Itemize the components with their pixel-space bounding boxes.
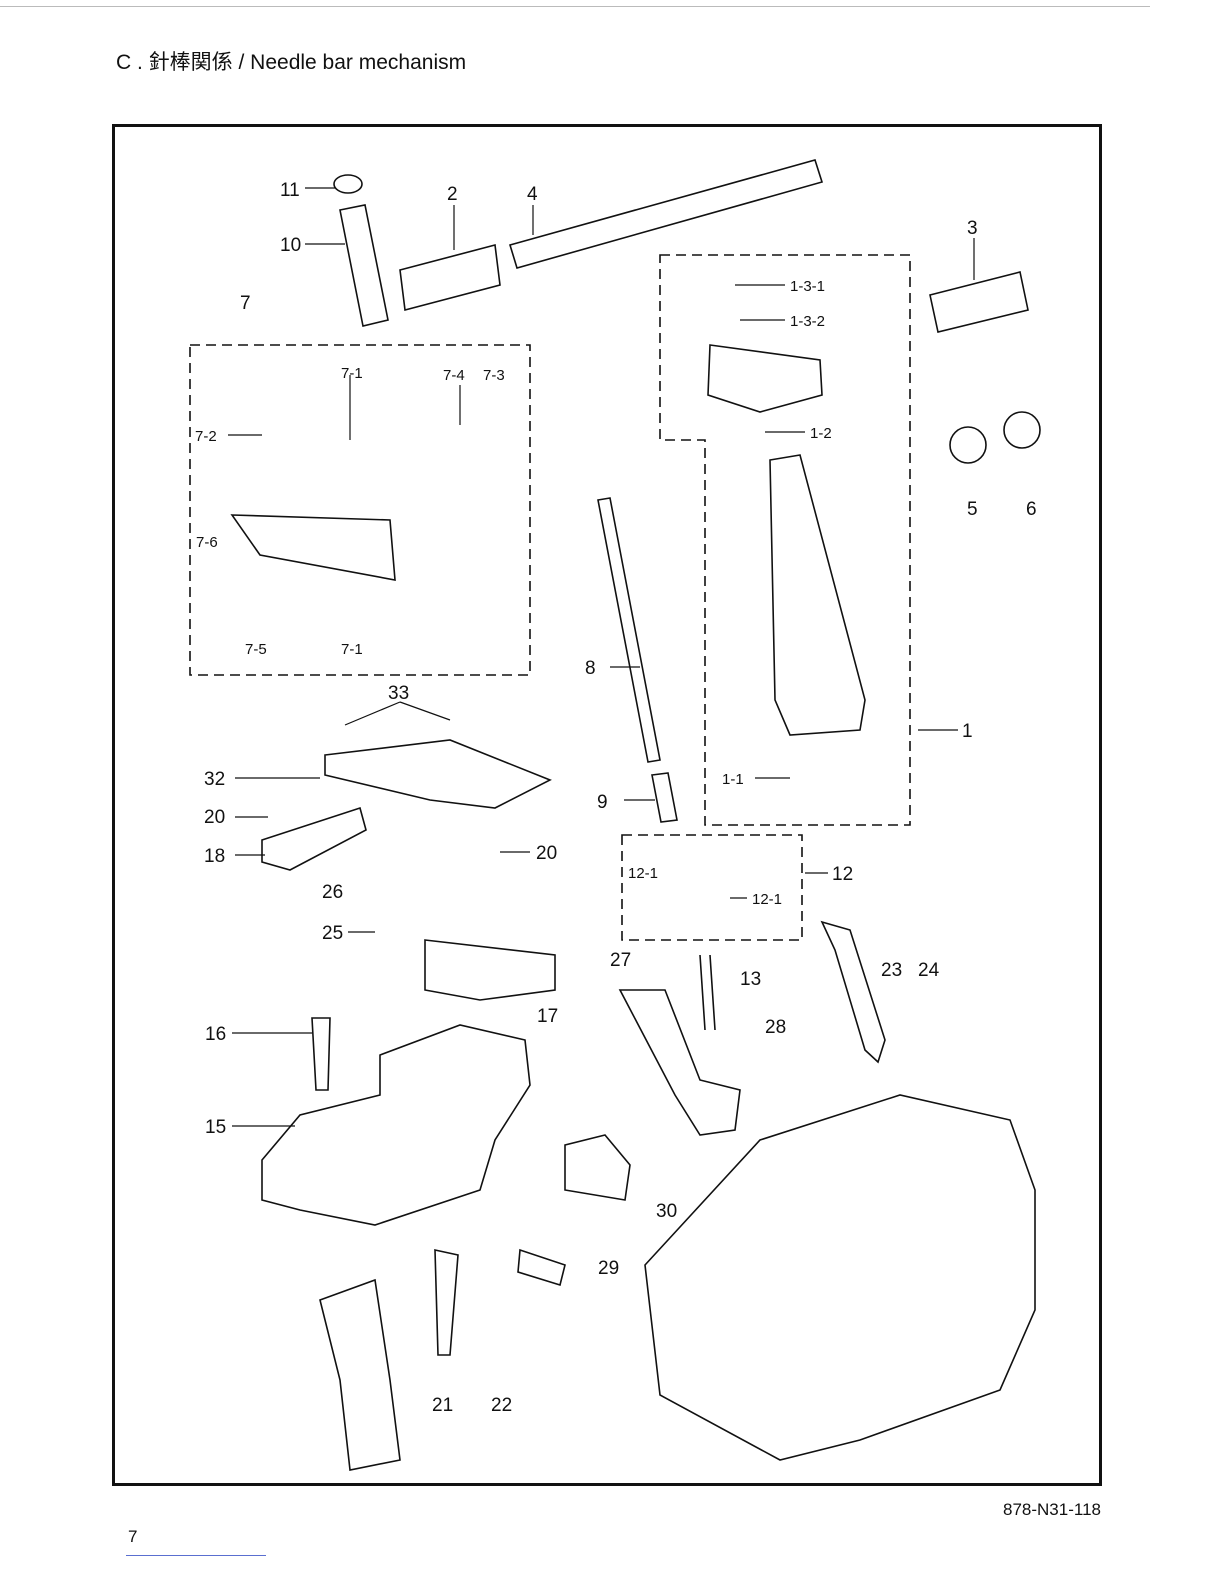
presser-foot bbox=[320, 1280, 400, 1470]
part-4-shaft bbox=[510, 160, 822, 268]
callout-22: 22 bbox=[491, 1395, 512, 1416]
callout-2: 2 bbox=[447, 184, 458, 205]
callout-7-4: 7-4 bbox=[443, 367, 465, 384]
footer-rule bbox=[126, 1555, 266, 1556]
callout-7-2: 7-2 bbox=[195, 428, 217, 445]
part-6-ring bbox=[1004, 412, 1040, 448]
callout-17: 17 bbox=[537, 1006, 558, 1027]
part-17-block bbox=[425, 940, 555, 1000]
part-7-arm bbox=[232, 515, 395, 580]
callout-12-1-right: 12-1 bbox=[752, 891, 782, 908]
callout-1-3-1: 1-3-1 bbox=[790, 278, 825, 295]
callout-10: 10 bbox=[280, 235, 301, 256]
callout-7-6: 7-6 bbox=[196, 534, 218, 551]
group-7-box bbox=[190, 345, 530, 675]
callout-13: 13 bbox=[740, 969, 761, 990]
callout-30: 30 bbox=[656, 1201, 677, 1222]
callout-5: 5 bbox=[967, 499, 978, 520]
callout-12: 12 bbox=[832, 864, 853, 885]
callout-1: 1 bbox=[962, 721, 973, 742]
callout-15: 15 bbox=[205, 1117, 226, 1138]
callout-20-left: 20 bbox=[204, 807, 225, 828]
part-18 bbox=[262, 808, 366, 870]
callout-21: 21 bbox=[432, 1395, 453, 1416]
callout-4: 4 bbox=[527, 184, 538, 205]
callout-23: 23 bbox=[881, 960, 902, 981]
document-code: 878-N31-118 bbox=[1003, 1500, 1101, 1520]
callout-24: 24 bbox=[918, 960, 940, 981]
part-27-lever bbox=[620, 990, 740, 1135]
part-11-cap bbox=[334, 175, 362, 193]
callout-32: 32 bbox=[204, 769, 225, 790]
callout-9: 9 bbox=[597, 792, 608, 813]
group-12-box bbox=[622, 835, 802, 940]
callout-1-1: 1-1 bbox=[722, 771, 744, 788]
callout-25: 25 bbox=[322, 923, 343, 944]
callout-11: 11 bbox=[280, 180, 300, 201]
callout-8: 8 bbox=[585, 658, 596, 679]
part-8-needle-bar bbox=[598, 498, 660, 762]
callout-7: 7 bbox=[240, 293, 251, 314]
part-2-bushing bbox=[400, 245, 500, 310]
callout-16: 16 bbox=[205, 1024, 226, 1045]
part-29-bracket bbox=[565, 1135, 630, 1200]
callout-1-3-2: 1-3-2 bbox=[790, 313, 825, 330]
callout-7-3: 7-3 bbox=[483, 367, 505, 384]
callout-7-5: 7-5 bbox=[245, 641, 267, 658]
part-1-clamp bbox=[708, 345, 822, 412]
page-number: 7 bbox=[128, 1527, 137, 1547]
machine-body bbox=[645, 1095, 1035, 1460]
part-5-ring bbox=[950, 427, 986, 463]
part-13-needles bbox=[700, 955, 715, 1030]
callout-7-1-top: 7-1 bbox=[341, 365, 363, 382]
callout-3: 3 bbox=[967, 218, 978, 239]
callout-7-1-bottom: 7-1 bbox=[341, 641, 363, 658]
group-1-box bbox=[660, 255, 910, 825]
callout-28: 28 bbox=[765, 1017, 786, 1038]
callout-20-right: 20 bbox=[536, 843, 557, 864]
callout-18: 18 bbox=[204, 846, 225, 867]
part-1-arm bbox=[770, 455, 865, 735]
callout-12-1-left: 12-1 bbox=[628, 865, 658, 882]
part-32-plate bbox=[325, 740, 550, 808]
callout-26: 26 bbox=[322, 882, 343, 903]
callout-1-2: 1-2 bbox=[810, 425, 832, 442]
part-cylinder bbox=[518, 1250, 565, 1285]
part-23-lever bbox=[822, 922, 885, 1062]
part-16-screw bbox=[312, 1018, 330, 1090]
part-10-tube bbox=[340, 205, 388, 326]
callout-33: 33 bbox=[388, 683, 409, 704]
part-9-sleeve bbox=[652, 773, 677, 822]
part-21-lever bbox=[435, 1250, 458, 1355]
part-3-bushing bbox=[930, 272, 1028, 332]
callout-27: 27 bbox=[610, 950, 631, 971]
part-15-block bbox=[262, 1025, 530, 1225]
callout-6: 6 bbox=[1026, 499, 1037, 520]
callout-29: 29 bbox=[598, 1258, 619, 1279]
